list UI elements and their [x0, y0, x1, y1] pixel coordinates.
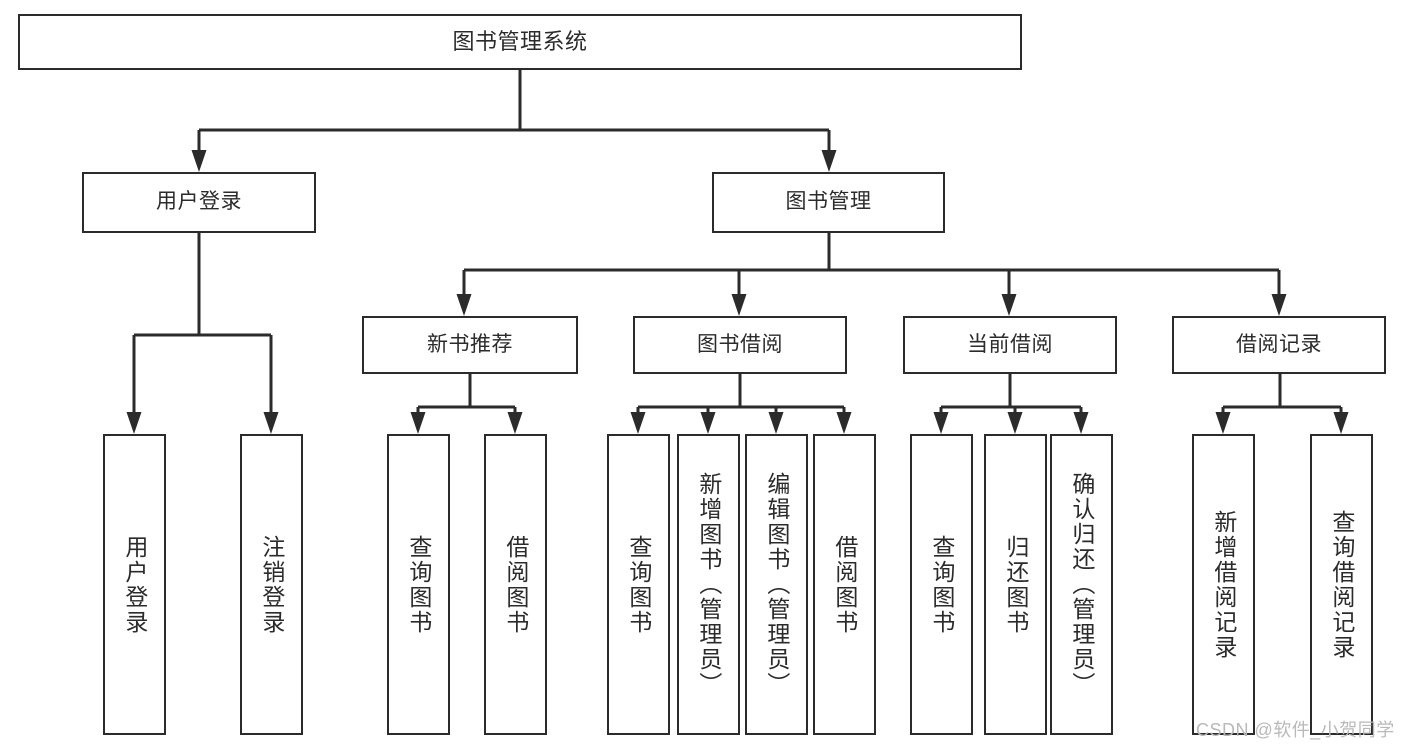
node-root-root[interactable]: 图书管理系统: [18, 14, 1022, 70]
l3-leaf-2-1-arrowhead-icon: [1007, 412, 1023, 434]
node-label: 用户登录: [121, 534, 148, 635]
node-leaf-leaf_add_book[interactable]: 新增图书（管理员）: [677, 434, 740, 735]
l3-leaf-1-1-arrowhead-icon: [700, 412, 716, 434]
node-leaf-leaf_confirm_return[interactable]: 确认归还（管理员）: [1050, 434, 1113, 735]
node-label: 归还图书: [1002, 534, 1029, 635]
l3-leaf-0-0-arrowhead-icon: [410, 412, 426, 434]
node-label: 借阅图书: [502, 534, 529, 635]
node-label: 新书推荐: [427, 332, 513, 356]
node-label: 编辑图书（管理员）: [763, 472, 790, 697]
node-label: 借阅记录: [1236, 332, 1322, 356]
node-leaf-leaf_add_record[interactable]: 新增借阅记录: [1192, 434, 1255, 735]
node-level2-book_manage[interactable]: 图书管理: [712, 172, 945, 233]
book-manage-child-0-arrowhead-icon: [456, 294, 472, 316]
book-manage-child-2-arrowhead-icon: [1001, 294, 1017, 316]
node-leaf-leaf_edit_book[interactable]: 编辑图书（管理员）: [745, 434, 808, 735]
l3-leaf-2-2-arrowhead-icon: [1073, 412, 1089, 434]
l3-leaf-1-3-arrowhead-icon: [836, 412, 852, 434]
user-login-leaf-1-arrowhead-icon: [263, 412, 279, 434]
user-login-leaf-0-arrowhead-icon: [126, 412, 142, 434]
node-leaf-leaf_user_login[interactable]: 用户登录: [103, 434, 166, 735]
node-level3-new_book_rec[interactable]: 新书推荐: [362, 316, 578, 374]
node-level3-book_borrow[interactable]: 图书借阅: [633, 316, 847, 374]
l3-leaf-0-1-arrowhead-icon: [507, 412, 523, 434]
l3-leaf-3-0-arrowhead-icon: [1215, 412, 1231, 434]
node-leaf-leaf_query_book_cur[interactable]: 查询图书: [910, 434, 973, 735]
l3-leaf-1-0-arrowhead-icon: [630, 412, 646, 434]
root-to-l2-1-arrowhead-icon: [821, 150, 837, 172]
node-leaf-leaf_query_book_rec[interactable]: 查询图书: [387, 434, 450, 735]
book-manage-child-1-arrowhead-icon: [731, 294, 747, 316]
node-label: 借阅图书: [831, 534, 858, 635]
node-label: 查询图书: [625, 534, 652, 635]
node-level3-borrow_record[interactable]: 借阅记录: [1172, 316, 1386, 374]
node-leaf-leaf_user_logout[interactable]: 注销登录: [240, 434, 303, 735]
l3-leaf-2-0-arrowhead-icon: [933, 412, 949, 434]
node-leaf-leaf_borrow_book_rec[interactable]: 借阅图书: [484, 434, 547, 735]
node-label: 查询图书: [928, 534, 955, 635]
node-label: 图书管理: [785, 190, 872, 214]
node-label: 查询图书: [405, 534, 432, 635]
node-label: 当前借阅: [967, 332, 1053, 356]
node-leaf-leaf_return_book[interactable]: 归还图书: [984, 434, 1047, 735]
node-level3-current_borrow[interactable]: 当前借阅: [903, 316, 1117, 374]
book-manage-child-3-arrowhead-icon: [1271, 294, 1287, 316]
l3-leaf-1-2-arrowhead-icon: [768, 412, 784, 434]
node-label: 确认归还（管理员）: [1068, 472, 1095, 697]
node-level2-user_login[interactable]: 用户登录: [82, 172, 316, 233]
node-label: 新增借阅记录: [1210, 509, 1237, 660]
node-label: 图书管理系统: [452, 29, 588, 55]
node-label: 用户登录: [156, 190, 242, 214]
root-to-l2-0-arrowhead-icon: [191, 150, 207, 172]
node-leaf-leaf_query_record[interactable]: 查询借阅记录: [1310, 434, 1373, 735]
node-label: 注销登录: [258, 534, 285, 635]
l3-leaf-3-1-arrowhead-icon: [1333, 412, 1349, 434]
node-label: 图书借阅: [697, 332, 783, 356]
node-leaf-leaf_borrow_book[interactable]: 借阅图书: [813, 434, 876, 735]
node-label: 新增图书（管理员）: [695, 472, 722, 697]
node-label: 查询借阅记录: [1328, 509, 1355, 660]
node-leaf-leaf_query_book[interactable]: 查询图书: [607, 434, 670, 735]
